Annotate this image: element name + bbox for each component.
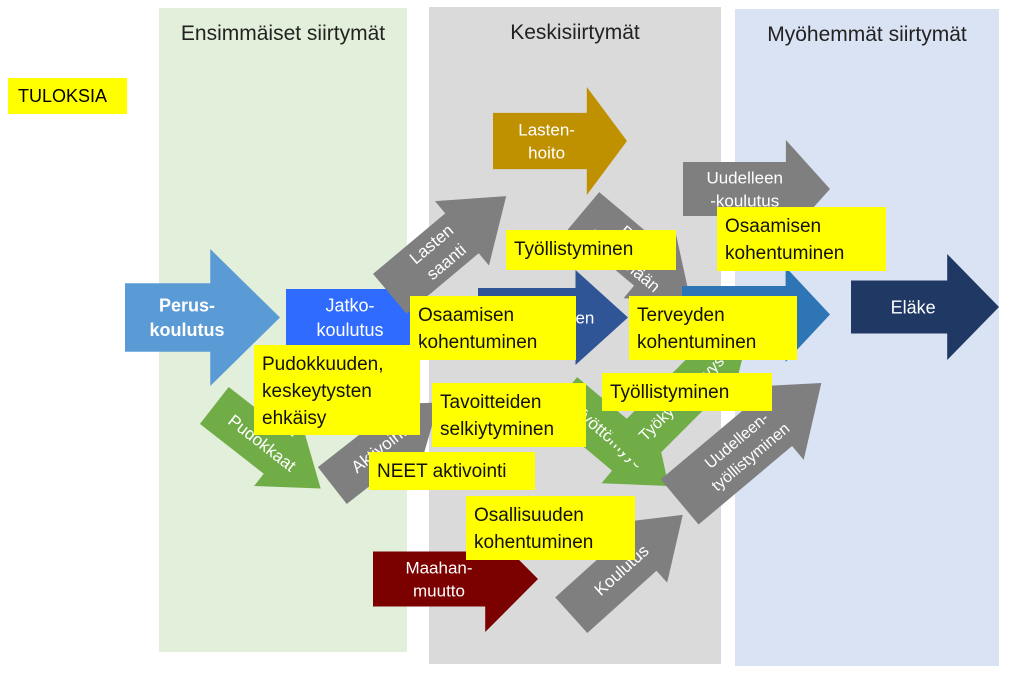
arrow-label-maahanmuutto: Maahan-muutto [405, 558, 472, 600]
arrow-label-jatkokoulutus: Jatko-koulutus [316, 296, 383, 340]
arrow-lastenhoito: Lasten-hoito [493, 87, 627, 195]
phase-title-middle: Keskisiirtymät [510, 21, 640, 44]
arrow-shape-pudokkaat [199, 387, 321, 489]
arrow-shape-uudelleentyollistyminen [660, 383, 822, 525]
arrow-label-line: hoito [528, 143, 565, 162]
arrow-label-line: Uudelleen [706, 168, 783, 187]
arrow-label-line: muutto [413, 581, 465, 600]
arrow-label-line: Jatko- [325, 296, 374, 316]
arrow-label-line: Perus- [159, 296, 215, 316]
arrow-shape-koulutus [555, 514, 683, 634]
arrow-elake: Eläke [851, 254, 999, 360]
phase-title-late: Myöhemmät siirtymät [767, 23, 967, 46]
arrow-label-line: koulutus [316, 320, 383, 340]
arrow-label-uudelleenkoulutus: Uudelleen -koulutus [706, 168, 783, 210]
arrow-shape-elake [851, 254, 999, 360]
results-legend-tag: TULOKSIA [8, 78, 127, 114]
arrow-shape-lasten-saanti [373, 196, 507, 314]
arrow-label-line: koulutus [150, 320, 225, 340]
phase-title-early: Ensimmäiset siirtymät [180, 22, 386, 45]
arrow-label-line: Lasten- [518, 120, 575, 139]
arrow-shape-peruskoulutus [125, 249, 280, 386]
arrow-peruskoulutus: Perus-koulutus [125, 249, 280, 386]
arrow-label-elake: Eläke [891, 297, 936, 317]
tag-neet-aktivointi: NEET aktivointi [369, 452, 535, 490]
tag-tyollistyminen-1: Työllistyminen [506, 230, 676, 270]
arrow-label-lastenhoito: Lasten-hoito [518, 120, 575, 162]
arrow-label-line: Maahan- [405, 558, 472, 577]
arrow-shape-lastenhoito [493, 87, 627, 195]
arrow-label-line: Eläke [891, 297, 936, 317]
tag-tyollistyminen-2: Työllistyminen [602, 373, 772, 411]
arrow-label-line: -koulutus [710, 191, 779, 210]
arrow-label-peruskoulutus: Perus-koulutus [150, 296, 225, 340]
